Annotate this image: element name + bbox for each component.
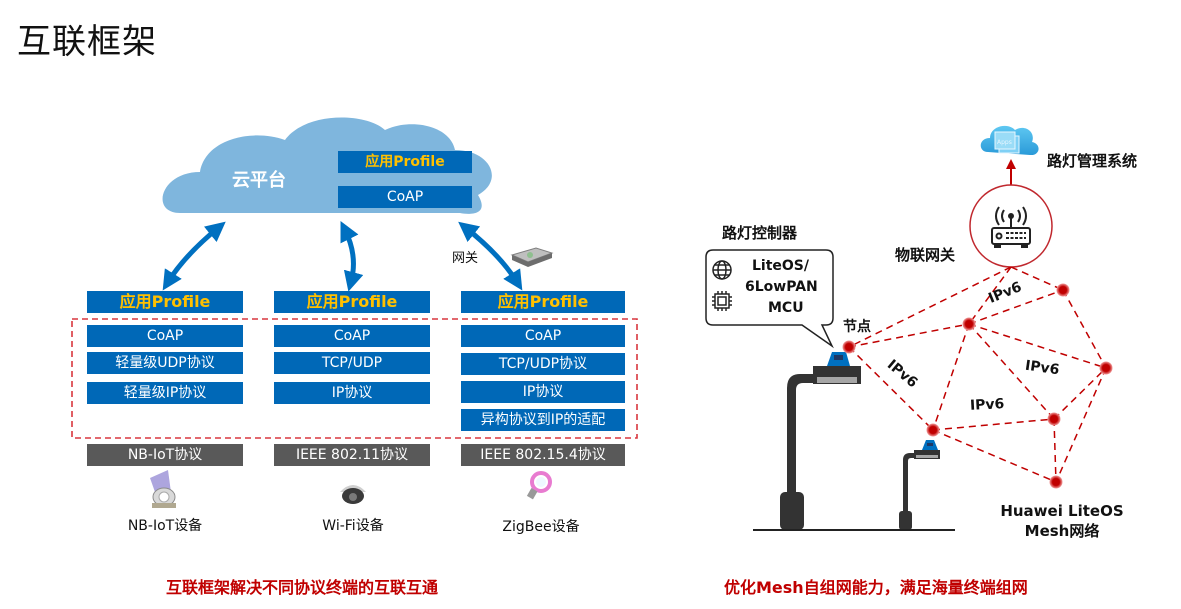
mesh-link xyxy=(1010,266,1064,291)
management-system-label: 路灯管理系统 xyxy=(1047,152,1138,170)
column-zigbee-layer: IP协议 xyxy=(461,381,625,403)
apps-cloud-icon: Apps xyxy=(980,125,1039,156)
link-arrow-nbiot xyxy=(162,221,226,291)
column-wifi-profile: 应用Profile xyxy=(274,291,430,313)
cloud-profile-box: 应用Profile xyxy=(338,151,472,173)
apps-text: Apps xyxy=(997,139,1012,146)
left-caption: 互联框架解决不同协议终端的互联互通 xyxy=(166,578,439,597)
mesh-node xyxy=(962,317,976,331)
mesh-network-label-line2: Mesh网络 xyxy=(1024,522,1100,540)
dome-camera-icon xyxy=(340,485,366,504)
column-zigbee-profile: 应用Profile xyxy=(461,291,625,313)
water-meter-icon xyxy=(150,470,176,508)
mesh-link xyxy=(932,323,970,431)
cloud-coap-box: CoAP xyxy=(338,186,472,208)
mesh-node xyxy=(1049,475,1063,489)
mesh-link xyxy=(1053,367,1107,420)
page-title: 互联框架 xyxy=(17,22,157,62)
smart-bulb-icon xyxy=(526,471,552,500)
controller-title: 路灯控制器 xyxy=(722,224,798,242)
mesh-node xyxy=(926,423,940,437)
mesh-nodes xyxy=(842,283,1113,489)
controller-bubble xyxy=(705,249,834,349)
node-label: 节点 xyxy=(843,319,871,335)
mesh-node xyxy=(1047,412,1061,426)
link-arrow-zigbee xyxy=(458,221,523,291)
mesh-links xyxy=(848,266,1107,483)
mesh-network-label-line1: Huawei LiteOS xyxy=(1000,502,1124,520)
column-wifi-protocol: IEEE 802.11协议 xyxy=(274,444,430,466)
gateway-label: 网关 xyxy=(452,251,479,266)
router-icon xyxy=(991,206,1031,248)
mesh-link xyxy=(968,323,1055,420)
column-nbiot-layer: 轻量级IP协议 xyxy=(87,382,243,404)
controller-line: 6LowPAN xyxy=(745,279,818,295)
column-nbiot-layer: CoAP xyxy=(87,325,243,347)
device-label-wifi: Wi-Fi设备 xyxy=(322,518,384,534)
column-nbiot-profile: 应用Profile xyxy=(87,291,243,313)
device-label-nbiot: NB-IoT设备 xyxy=(127,518,203,534)
column-nbiot-protocol: NB-IoT协议 xyxy=(87,444,243,466)
mesh-link xyxy=(932,418,1055,431)
mesh-link xyxy=(848,346,934,431)
column-wifi-layer: TCP/UDP xyxy=(274,352,430,374)
street-lamp-small xyxy=(899,440,940,530)
mesh-node xyxy=(842,340,856,354)
cloud-platform-label: 云平台 xyxy=(232,170,286,191)
column-zigbee-protocol: IEEE 802.15.4协议 xyxy=(461,444,625,466)
column-nbiot-layer: 轻量级UDP协议 xyxy=(87,352,243,374)
mesh-link xyxy=(1062,289,1107,369)
mesh-link xyxy=(968,289,1064,325)
column-zigbee-layer: CoAP xyxy=(461,325,625,347)
device-label-zigbee: ZigBee设备 xyxy=(502,519,580,535)
mesh-link xyxy=(1053,418,1057,483)
controller-line: MCU xyxy=(768,300,804,316)
gateway-device-icon xyxy=(510,247,554,267)
column-wifi-layer: IP协议 xyxy=(274,382,430,404)
globe-icon xyxy=(712,260,732,280)
chip-icon xyxy=(712,291,732,311)
link-arrow-wifi xyxy=(340,221,364,292)
common-stack-dashed-frame xyxy=(71,318,638,439)
controller-line: LiteOS/ xyxy=(752,258,810,274)
right-caption: 优化Mesh自组网能力，满足海量终端组网 xyxy=(724,578,1028,597)
mesh-network-label: Huawei LiteOS Mesh网络 xyxy=(992,502,1132,541)
mesh-link xyxy=(848,266,1012,348)
column-zigbee-layer: 异构协议到IP的适配 xyxy=(461,409,625,431)
street-lamp-large xyxy=(780,352,861,530)
column-wifi-layer: CoAP xyxy=(274,325,430,347)
iot-gateway-label: 物联网关 xyxy=(895,246,956,264)
mesh-link xyxy=(1055,367,1107,483)
column-zigbee-layer: TCP/UDP协议 xyxy=(461,353,625,375)
mesh-node xyxy=(1056,283,1070,297)
mesh-node xyxy=(1099,361,1113,375)
ipv6-link-label: IPv6 xyxy=(969,396,1005,414)
mesh-link xyxy=(932,429,1057,483)
mesh-link xyxy=(848,323,970,348)
